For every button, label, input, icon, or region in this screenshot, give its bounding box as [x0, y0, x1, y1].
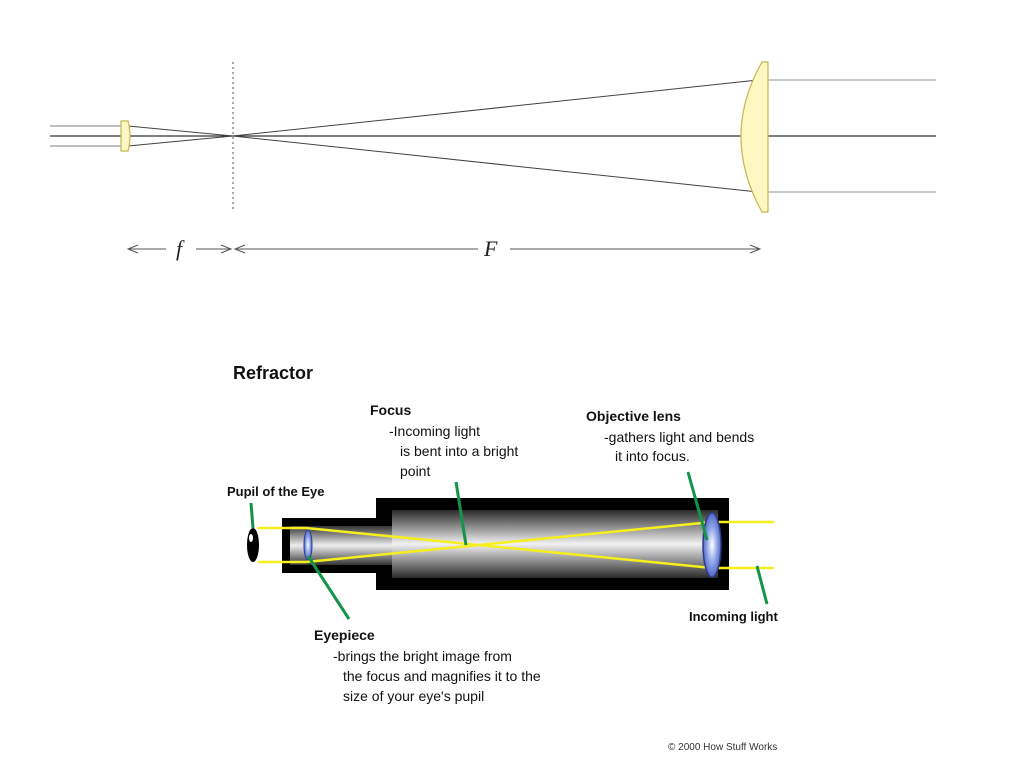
converging-ray-bottom	[232, 135, 759, 193]
focus-pointer	[454, 481, 468, 546]
objective-focal-dimension	[233, 244, 762, 254]
copyright-notice: © 2000 How Stuff Works	[668, 742, 777, 753]
main-tube-inner	[392, 510, 718, 578]
eyepiece-pointer	[306, 555, 351, 620]
pupil-pointer	[249, 502, 255, 529]
eyepiece-desc-line-3: size of your eye's pupil	[343, 688, 484, 704]
refractor-illustration: Refractor Foc	[227, 363, 778, 704]
focus-desc-line-3: point	[400, 463, 430, 479]
converging-ray-top	[232, 79, 759, 137]
pupil-of-eye-shape	[247, 528, 259, 562]
pupil-highlight	[249, 534, 253, 542]
eyepiece-lens-glass	[303, 529, 313, 561]
pupil-label: Pupil of the Eye	[227, 484, 325, 499]
eyepiece-desc-line-1: -brings the bright image from	[333, 648, 512, 664]
incoming-light-label: Incoming light	[689, 609, 778, 624]
eyepiece-desc-line-2: the focus and magnifies it to the	[343, 668, 541, 684]
objective-lens-label: Objective lens	[586, 408, 681, 424]
refractor-title: Refractor	[233, 363, 313, 383]
objective-lens-glass	[702, 512, 722, 578]
diverging-ray-top	[127, 125, 234, 137]
objective-focal-label: F	[483, 236, 498, 261]
eyepiece-label: Eyepiece	[314, 627, 375, 643]
pointer-lines	[249, 471, 769, 620]
incoming-light-pointer	[755, 565, 769, 605]
focus-desc-line-2: is bent into a bright	[400, 443, 518, 459]
eyepiece-focal-label: f	[176, 236, 185, 261]
objective-desc-line-1: -gathers light and bends	[604, 429, 754, 445]
objective-pointer	[686, 471, 709, 541]
diverging-ray-bottom	[127, 135, 234, 147]
focus-desc-line-1: -Incoming light	[389, 423, 480, 439]
eyepiece-focal-dimension	[126, 244, 233, 254]
eyepiece-lens-shape	[120, 120, 131, 152]
objective-lens-shape	[740, 61, 769, 213]
light-rays	[258, 520, 774, 570]
objective-desc-line-2: it into focus.	[615, 448, 690, 464]
ray-diagram: f F	[50, 61, 936, 261]
focus-label: Focus	[370, 402, 411, 418]
